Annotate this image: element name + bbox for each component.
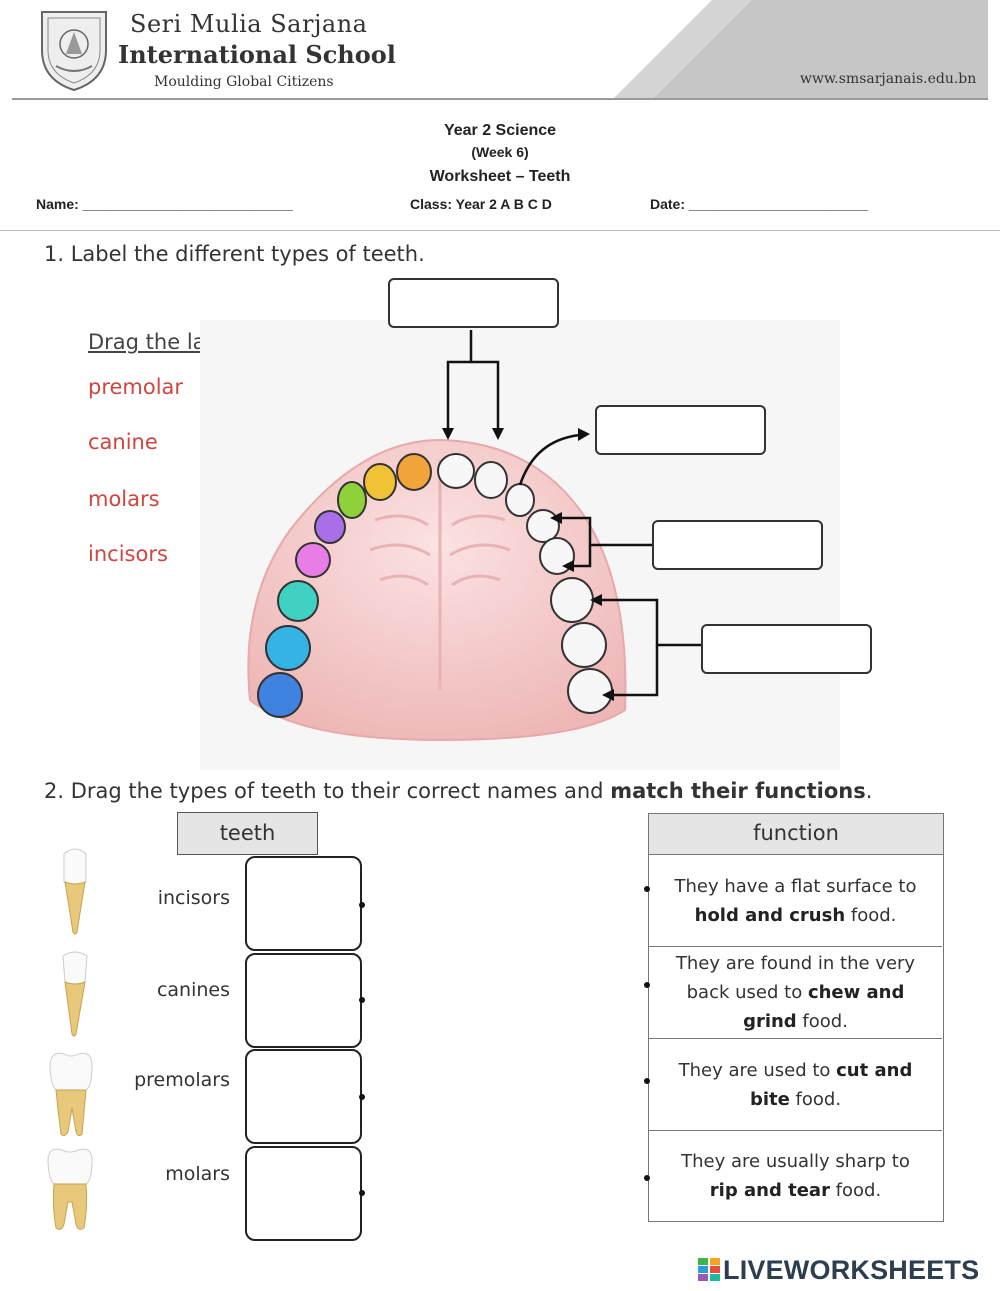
function-cell: They are usually sharp to rip and tear f…: [649, 1131, 942, 1221]
school-name-line2: International School: [118, 40, 396, 69]
function-text: They are found in the very: [676, 949, 915, 978]
function-text: They are used to cut and: [679, 1056, 913, 1085]
tooth-name-premolars: premolars: [134, 1069, 230, 1091]
worksheet-week: (Week 6): [471, 144, 529, 160]
function-text-line: food.: [845, 904, 897, 926]
match-dot-right[interactable]: [644, 982, 650, 988]
function-text-line: They are used to: [678, 1059, 837, 1081]
worksheet-title: Year 2 Science: [443, 122, 557, 139]
function-cell: They are found in the very back used to …: [649, 947, 942, 1039]
canine-tooth-icon: [62, 951, 88, 1037]
class-field: Class: Year 2 A B C D: [410, 196, 552, 212]
drag-label-molars[interactable]: molars: [88, 487, 160, 511]
header-grey-band: [614, 0, 988, 98]
tooth-name-incisors: incisors: [157, 887, 230, 909]
tooth-name-molars: molars: [165, 1163, 230, 1185]
drag-label-canine[interactable]: canine: [88, 430, 158, 454]
drop-box-incisors[interactable]: [245, 856, 362, 951]
function-text: grind food.: [743, 1007, 848, 1036]
palate-ridges: [369, 460, 511, 690]
function-column-header: function: [648, 813, 944, 855]
function-text: back used to chew and: [687, 978, 905, 1007]
school-name-line1: Seri Mulia Sarjana: [130, 10, 368, 38]
q2-prompt-end: .: [865, 779, 873, 803]
school-crest-logo: [41, 11, 107, 92]
match-dot-left[interactable]: [359, 1094, 365, 1100]
function-text-line: They are usually sharp to: [681, 1151, 910, 1172]
answer-box-incisors[interactable]: [388, 278, 559, 328]
q2-prompt-bold: match their functions: [610, 779, 866, 803]
liveworksheets-mark-icon: [698, 1258, 720, 1281]
function-text-line: food.: [796, 1011, 848, 1032]
function-keyword: chew and: [807, 982, 905, 1003]
function-text: rip and tear food.: [710, 1176, 881, 1205]
function-text: hold and crush food.: [695, 901, 897, 930]
answer-box-canine[interactable]: [595, 405, 766, 455]
liveworksheets-wordmark: LIVEWORKSHEETS: [723, 1254, 980, 1285]
header-divider: [0, 230, 1000, 231]
function-text-line: food.: [829, 1180, 882, 1201]
match-dot-right[interactable]: [644, 886, 650, 892]
school-header: Seri Mulia Sarjana International School …: [12, 0, 988, 100]
arrow-heads: [442, 428, 614, 701]
q2-prompt-start: 2. Drag the types of teeth to their corr…: [44, 779, 611, 803]
match-dot-left[interactable]: [359, 1190, 365, 1196]
label-arrows: [446, 330, 701, 697]
function-text-line: They have a flat surface to: [674, 875, 917, 897]
incisor-tooth-icon: [63, 848, 87, 935]
name-field: Name: ___________________________: [36, 196, 293, 212]
drag-label-incisors[interactable]: incisors: [88, 542, 168, 566]
function-text-line: They are found in the very: [675, 953, 916, 974]
question-2-prompt: 2. Drag the types of teeth to their corr…: [44, 779, 872, 803]
teeth-column-header: teeth: [177, 812, 318, 855]
function-text-line: food.: [789, 1088, 842, 1110]
premolar-tooth-icon: [49, 1052, 93, 1137]
drop-box-canines[interactable]: [245, 953, 362, 1048]
answer-box-molars[interactable]: [701, 624, 872, 674]
match-dot-right[interactable]: [644, 1175, 650, 1181]
drag-label-premolar[interactable]: premolar: [88, 375, 184, 399]
function-keyword: cut and: [836, 1059, 913, 1081]
match-dot-left[interactable]: [359, 902, 365, 908]
function-text: They are usually sharp to: [681, 1147, 910, 1176]
function-text-line: back used to: [686, 982, 808, 1003]
molar-tooth-icon: [47, 1148, 93, 1230]
school-website: www.smsarjanais.edu.bn: [800, 71, 977, 87]
left-colored-teeth: [257, 453, 432, 718]
function-keyword: rip and tear: [709, 1180, 830, 1201]
liveworksheets-logo: LIVEWORKSHEETS: [698, 1254, 979, 1286]
function-cell: They have a flat surface to hold and cru…: [649, 855, 942, 947]
right-white-teeth: [437, 453, 613, 714]
worksheet-subtitle: Worksheet – Teeth: [429, 168, 571, 185]
date-field: Date: _______________________: [650, 196, 868, 212]
match-dot-left[interactable]: [359, 997, 365, 1003]
drop-box-molars[interactable]: [245, 1146, 362, 1241]
function-keyword: grind: [743, 1011, 797, 1032]
function-text: bite food.: [750, 1085, 841, 1114]
drop-box-premolars[interactable]: [245, 1049, 362, 1144]
tooth-name-canines: canines: [156, 979, 230, 1001]
function-keyword: hold and crush: [694, 904, 846, 926]
question-1-prompt: 1. Label the different types of teeth.: [44, 242, 425, 266]
function-table: They have a flat surface to hold and cru…: [648, 854, 944, 1222]
match-dot-right[interactable]: [644, 1078, 650, 1084]
function-text: They have a flat surface to: [675, 872, 917, 901]
function-keyword: bite: [749, 1088, 790, 1110]
school-motto: Moulding Global Citizens: [154, 74, 334, 90]
answer-box-premolar[interactable]: [652, 520, 823, 570]
function-cell: They are used to cut and bite food.: [649, 1039, 942, 1131]
